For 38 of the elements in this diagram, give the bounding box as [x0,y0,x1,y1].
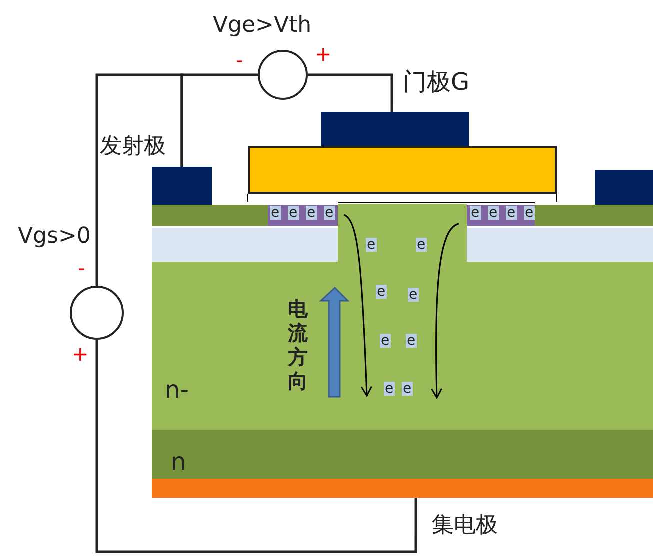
current-direction-label: 电流方向 [288,297,308,393]
region-label: n- [165,378,189,402]
region-label: n [171,450,186,474]
emitter-electrode [152,167,212,205]
terminal-label: 门极G [403,70,470,94]
polarity-sign: - [236,50,244,70]
terminal-label: 发射极 [100,136,166,158]
electron-label: e [270,206,281,220]
electron-label: e [488,206,499,220]
electron-label: e [506,206,517,220]
electron-label: e [408,288,419,302]
wire [308,74,394,112]
electron-label: e [524,206,535,220]
electron-label: e [402,382,413,396]
electron-label: e [366,238,377,252]
polarity-sign: + [72,344,89,364]
electron-label: e [380,334,391,348]
voltage-label: Vge>Vth [213,15,312,37]
electron-label: e [306,206,317,220]
voltage-source [258,50,308,100]
voltage-source [70,286,124,340]
electron-label: e [470,206,481,220]
electron-label: e [376,285,387,299]
polarity-sign: - [78,258,86,278]
electron-label: e [288,206,299,220]
terminal-label: 集电极 [432,515,498,537]
collector-layer [152,479,653,498]
electron-label: e [384,382,395,396]
electron-label: e [416,238,427,252]
wire [96,340,418,554]
emitter-electrode [595,170,653,205]
gate-oxide-box [248,146,557,194]
electron-label: e [406,334,417,348]
voltage-label: Vgs>0 [18,226,91,248]
gate-electrode [321,112,469,146]
wire [96,74,184,286]
electron-label: e [324,206,335,220]
polarity-sign: + [315,44,332,64]
